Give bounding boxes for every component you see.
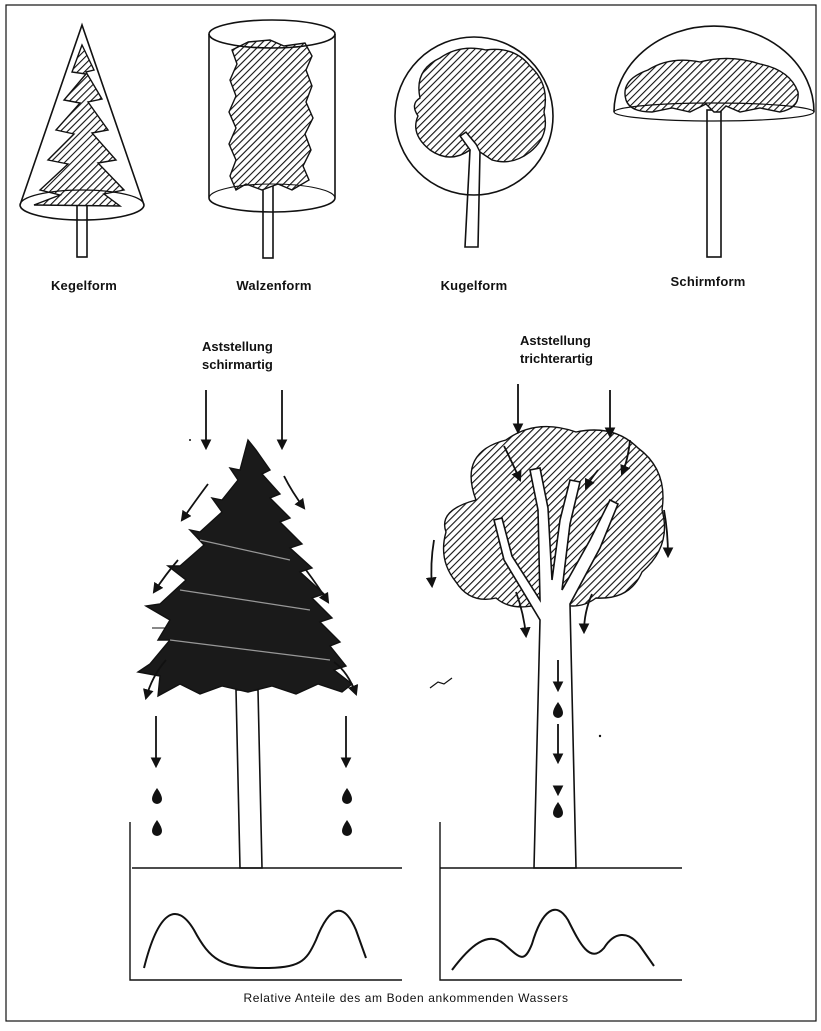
label-aststellung-trichterartig: Aststellung trichterartig	[520, 332, 593, 368]
scan-mark	[430, 678, 452, 688]
umbrella-tree-crown	[625, 58, 798, 112]
label-walzenform: Walzenform	[236, 278, 311, 293]
spruce-distribution-curve	[144, 911, 366, 968]
label-schirmartig: schirmartig	[202, 356, 273, 374]
cylinder-tree-trunk	[263, 180, 273, 258]
umbrella-form-figure	[614, 26, 814, 257]
sphere-form-figure	[395, 37, 553, 247]
figure-caption: Relative Anteile des am Boden ankommende…	[243, 991, 568, 1005]
umbrella-tree-trunk	[707, 110, 721, 257]
spruce-graph-axes	[130, 822, 402, 980]
cone-tree-trunk	[77, 205, 87, 257]
spruce-trunk	[236, 690, 262, 868]
label-schirmform: Schirmform	[671, 274, 746, 289]
sphere-tree-crown	[414, 48, 545, 162]
spruce-crown	[138, 440, 352, 696]
label-aststellung-1: Aststellung	[202, 338, 273, 356]
label-trichterartig: trichterartig	[520, 350, 593, 368]
label-kegelform: Kegelform	[51, 278, 117, 293]
spruce-distribution-graph	[130, 822, 402, 980]
label-kugelform: Kugelform	[441, 278, 508, 293]
spruce-tree-figure	[138, 440, 352, 868]
label-aststellung-2: Aststellung	[520, 332, 593, 350]
cylinder-tree-crown	[229, 40, 313, 190]
deciduous-tree-figure	[444, 427, 665, 868]
deciduous-distribution-curve	[452, 910, 654, 970]
cylinder-form-figure	[209, 20, 335, 258]
cone-form-figure	[20, 25, 144, 257]
label-aststellung-schirmartig: Aststellung schirmartig	[202, 338, 273, 374]
